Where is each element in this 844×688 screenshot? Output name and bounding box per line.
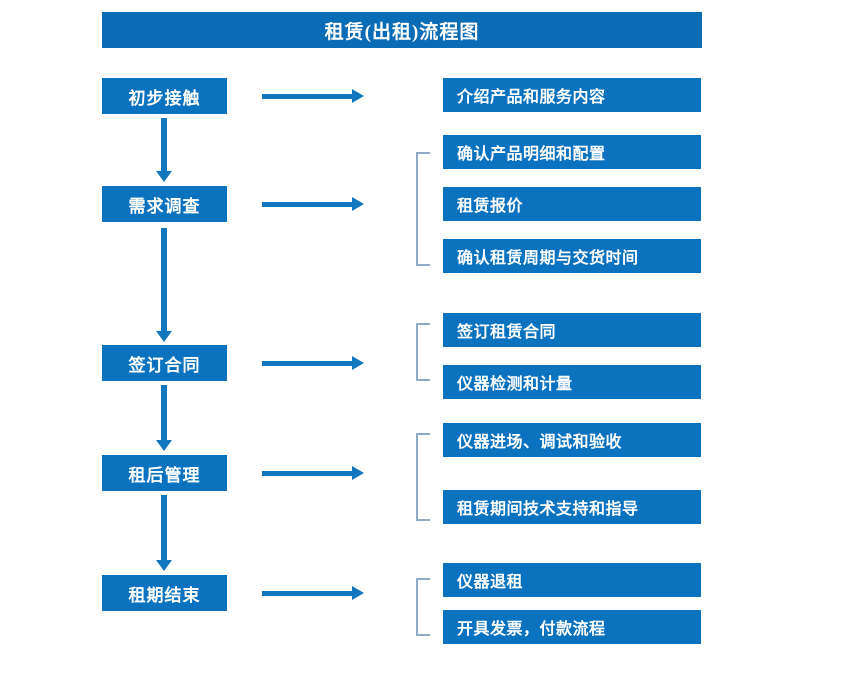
arrow-head: [352, 89, 364, 103]
task-box-8[interactable]: 租赁期间技术支持和指导: [443, 490, 701, 524]
stage-box-2[interactable]: 需求调查: [102, 186, 227, 222]
arrow-head: [352, 356, 364, 370]
group-bracket-1: [416, 152, 430, 266]
task-label: 签订租赁合同: [457, 324, 557, 341]
arrow-shaft: [262, 361, 352, 366]
down-arrow-icon-1: [156, 118, 172, 182]
task-box-3[interactable]: 租赁报价: [443, 187, 701, 221]
arrow-head: [156, 440, 172, 451]
chart-title-banner: 租赁(出租)流程图: [102, 12, 702, 48]
right-arrow-icon-2: [262, 197, 364, 211]
task-label: 仪器检测和计量: [457, 376, 573, 393]
arrow-head: [352, 586, 364, 600]
stage-box-3[interactable]: 签订合同: [102, 345, 227, 381]
task-box-1[interactable]: 介绍产品和服务内容: [443, 78, 701, 112]
arrow-shaft: [262, 94, 352, 99]
task-label: 租赁报价: [457, 198, 524, 215]
task-label: 确认产品明细和配置: [457, 146, 606, 163]
right-arrow-icon-3: [262, 356, 364, 370]
stage-label: 需求调查: [128, 196, 201, 216]
task-box-9[interactable]: 仪器退租: [443, 563, 701, 597]
task-label: 仪器进场、调试和验收: [457, 434, 623, 451]
arrow-head: [156, 331, 172, 342]
stage-label: 租期结束: [128, 585, 201, 605]
down-arrow-icon-4: [156, 495, 172, 571]
arrow-shaft: [161, 118, 167, 171]
task-box-10[interactable]: 开具发票，付款流程: [443, 610, 701, 644]
task-box-6[interactable]: 仪器检测和计量: [443, 365, 701, 399]
right-arrow-icon-4: [262, 466, 364, 480]
arrow-head: [352, 197, 364, 211]
group-bracket-2: [416, 323, 430, 381]
task-label: 仪器退租: [457, 574, 524, 591]
arrow-shaft: [262, 202, 352, 207]
task-label: 介绍产品和服务内容: [457, 89, 606, 106]
stage-label: 初步接触: [128, 88, 201, 108]
right-arrow-icon-5: [262, 586, 364, 600]
stage-label: 签订合同: [128, 355, 201, 375]
arrow-shaft: [161, 228, 167, 331]
arrow-shaft: [161, 495, 167, 560]
group-bracket-4: [416, 578, 430, 636]
down-arrow-icon-3: [156, 385, 172, 451]
task-label: 开具发票，付款流程: [457, 621, 606, 638]
task-box-4[interactable]: 确认租赁周期与交货时间: [443, 239, 701, 273]
task-box-7[interactable]: 仪器进场、调试和验收: [443, 423, 701, 457]
down-arrow-icon-2: [156, 228, 172, 342]
arrow-head: [156, 171, 172, 182]
arrow-shaft: [262, 591, 352, 596]
arrow-shaft: [161, 385, 167, 440]
group-bracket-3: [416, 433, 430, 521]
arrow-head: [352, 466, 364, 480]
right-arrow-icon-1: [262, 89, 364, 103]
stage-box-5[interactable]: 租期结束: [102, 575, 227, 611]
task-label: 确认租赁周期与交货时间: [457, 250, 639, 267]
task-label: 租赁期间技术支持和指导: [457, 501, 639, 518]
stage-box-1[interactable]: 初步接触: [102, 78, 227, 114]
arrow-shaft: [262, 471, 352, 476]
task-box-5[interactable]: 签订租赁合同: [443, 313, 701, 347]
stage-box-4[interactable]: 租后管理: [102, 455, 227, 491]
task-box-2[interactable]: 确认产品明细和配置: [443, 135, 701, 169]
page-title: 租赁(出租)流程图: [324, 21, 480, 43]
arrow-head: [156, 560, 172, 571]
stage-label: 租后管理: [128, 465, 201, 485]
